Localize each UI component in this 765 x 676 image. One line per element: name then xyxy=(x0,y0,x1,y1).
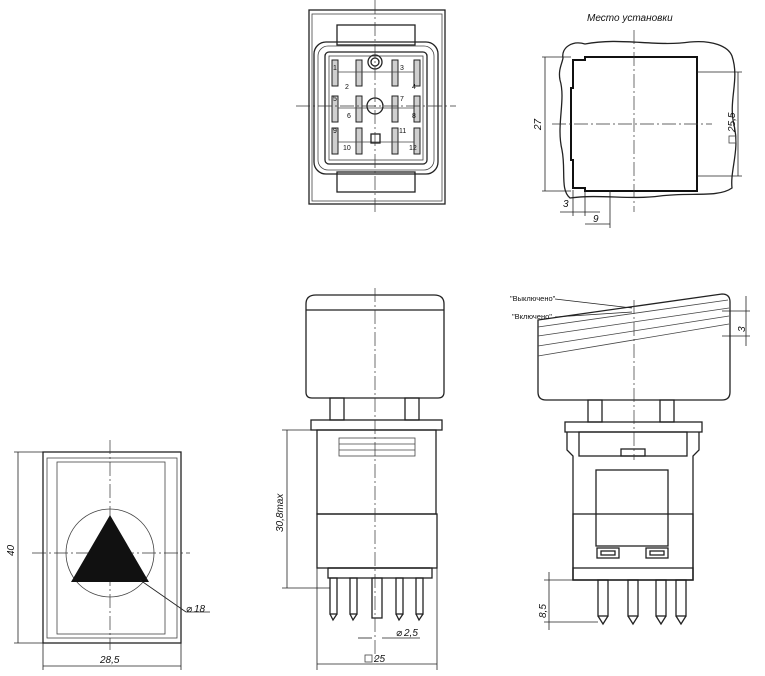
dim-body-height: 30,8max xyxy=(275,493,286,532)
side-view: 30,8max ⌀ 2,5 25 xyxy=(275,288,445,670)
dim-cutout-height: 27 xyxy=(533,118,544,131)
dim-corner-3: 3 xyxy=(563,199,569,210)
pin-label: 8 xyxy=(412,113,416,120)
dim-cap-width: 28,5 xyxy=(99,655,120,666)
pin-label: 5 xyxy=(333,96,337,103)
square-symbol-icon xyxy=(364,654,373,663)
pin-label: 1 xyxy=(333,65,337,72)
pin-label: 6 xyxy=(347,113,351,120)
pin-label: 9 xyxy=(333,128,337,135)
top-view: 1 2 3 4 5 6 7 8 9 10 11 12 xyxy=(296,0,456,215)
dim-travel: 3 xyxy=(737,326,748,332)
pin-label: 7 xyxy=(400,96,404,103)
rocker-side-view: 3 "Выключено" "Включено" 8,5 xyxy=(510,293,750,630)
dim-base-square: 25 xyxy=(373,654,386,665)
state-on-label: "Включено" xyxy=(512,312,552,321)
dim-pin-dia: 2,5 xyxy=(403,628,418,639)
pin-label: 12 xyxy=(409,145,417,152)
front-view: 40 28,5 ⌀ 18 xyxy=(6,440,210,670)
mounting-cutout-view: Место установки 27 25,5 3 9 xyxy=(533,13,742,228)
pin-label: 10 xyxy=(343,145,351,152)
state-off-label: "Выключено" xyxy=(510,294,556,303)
square-symbol-icon xyxy=(728,135,737,144)
diameter-symbol-icon: ⌀ xyxy=(186,604,193,615)
dim-cutout-square: 25,5 xyxy=(727,112,738,133)
dim-corner-9: 9 xyxy=(593,214,599,225)
pin-label: 3 xyxy=(400,65,404,72)
pin-label: 11 xyxy=(399,128,406,135)
dim-cap-height: 40 xyxy=(6,544,17,556)
pin-label: 4 xyxy=(412,84,416,91)
dim-pin-length: 8,5 xyxy=(538,604,549,618)
dim-circle-dia: 18 xyxy=(194,604,206,615)
diameter-symbol-icon: ⌀ xyxy=(396,628,403,639)
pin-label: 2 xyxy=(345,84,349,91)
hazard-triangle-icon xyxy=(71,515,149,582)
cutout-title: Место установки xyxy=(587,13,673,24)
